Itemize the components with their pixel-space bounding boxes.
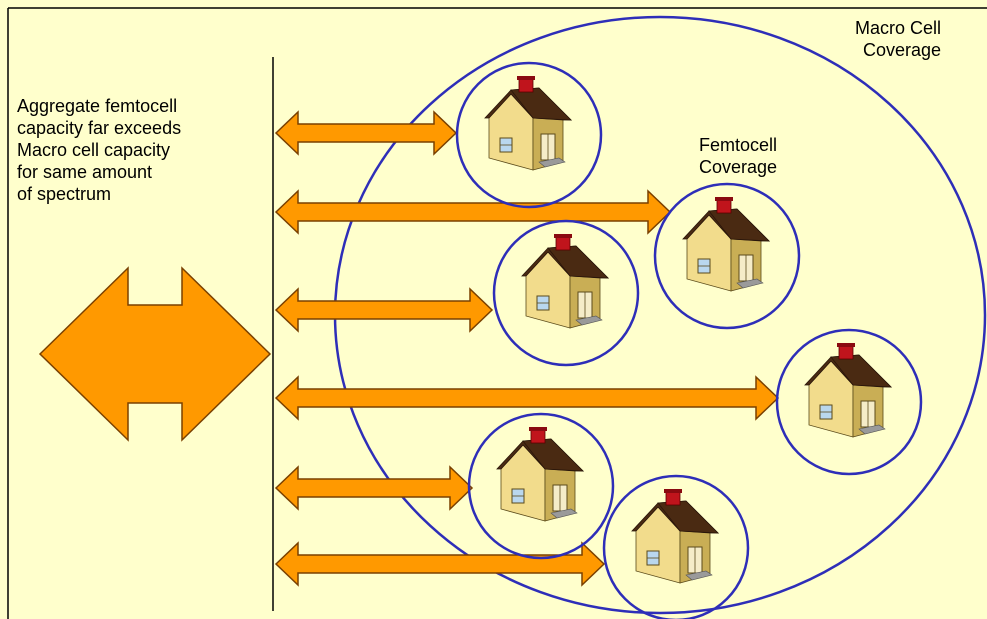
aggregate-text-line-1: Aggregate femtocell xyxy=(17,96,178,116)
femtocell-1-coverage-circle xyxy=(455,61,603,209)
femtocell-2-coverage-circle xyxy=(653,182,801,330)
macro-label-line-1: Macro Cell xyxy=(854,18,941,38)
femtocell-6-arrow xyxy=(274,541,606,587)
aggregate-text-line-2: capacity far exceeds xyxy=(17,118,182,138)
aggregate-capacity-arrow xyxy=(38,266,272,442)
macro-cell-coverage-label: Macro Cell Coverage xyxy=(855,17,941,61)
femto-label-line-1: Femtocell xyxy=(699,135,778,155)
femtocell-5-coverage-circle xyxy=(467,412,615,560)
femtocell-3-arrow xyxy=(274,287,494,333)
femtocell-5-arrow xyxy=(274,465,474,511)
femtocell-coverage-label: Femtocell Coverage xyxy=(699,134,777,178)
femtocell-6-coverage-circle xyxy=(602,474,750,619)
aggregate-text-line-4: for same amount xyxy=(17,162,153,182)
femtocell-3-coverage-circle xyxy=(492,219,640,367)
macro-label-line-2: Coverage xyxy=(862,40,941,60)
aggregate-text-line-3: Macro cell capacity xyxy=(17,140,171,160)
femto-label-line-2: Coverage xyxy=(699,157,778,177)
aggregate-text-line-5: of spectrum xyxy=(17,184,112,204)
aggregate-capacity-text: Aggregate femtocell capacity far exceeds… xyxy=(17,95,181,205)
femtocell-4-coverage-circle xyxy=(775,328,923,476)
